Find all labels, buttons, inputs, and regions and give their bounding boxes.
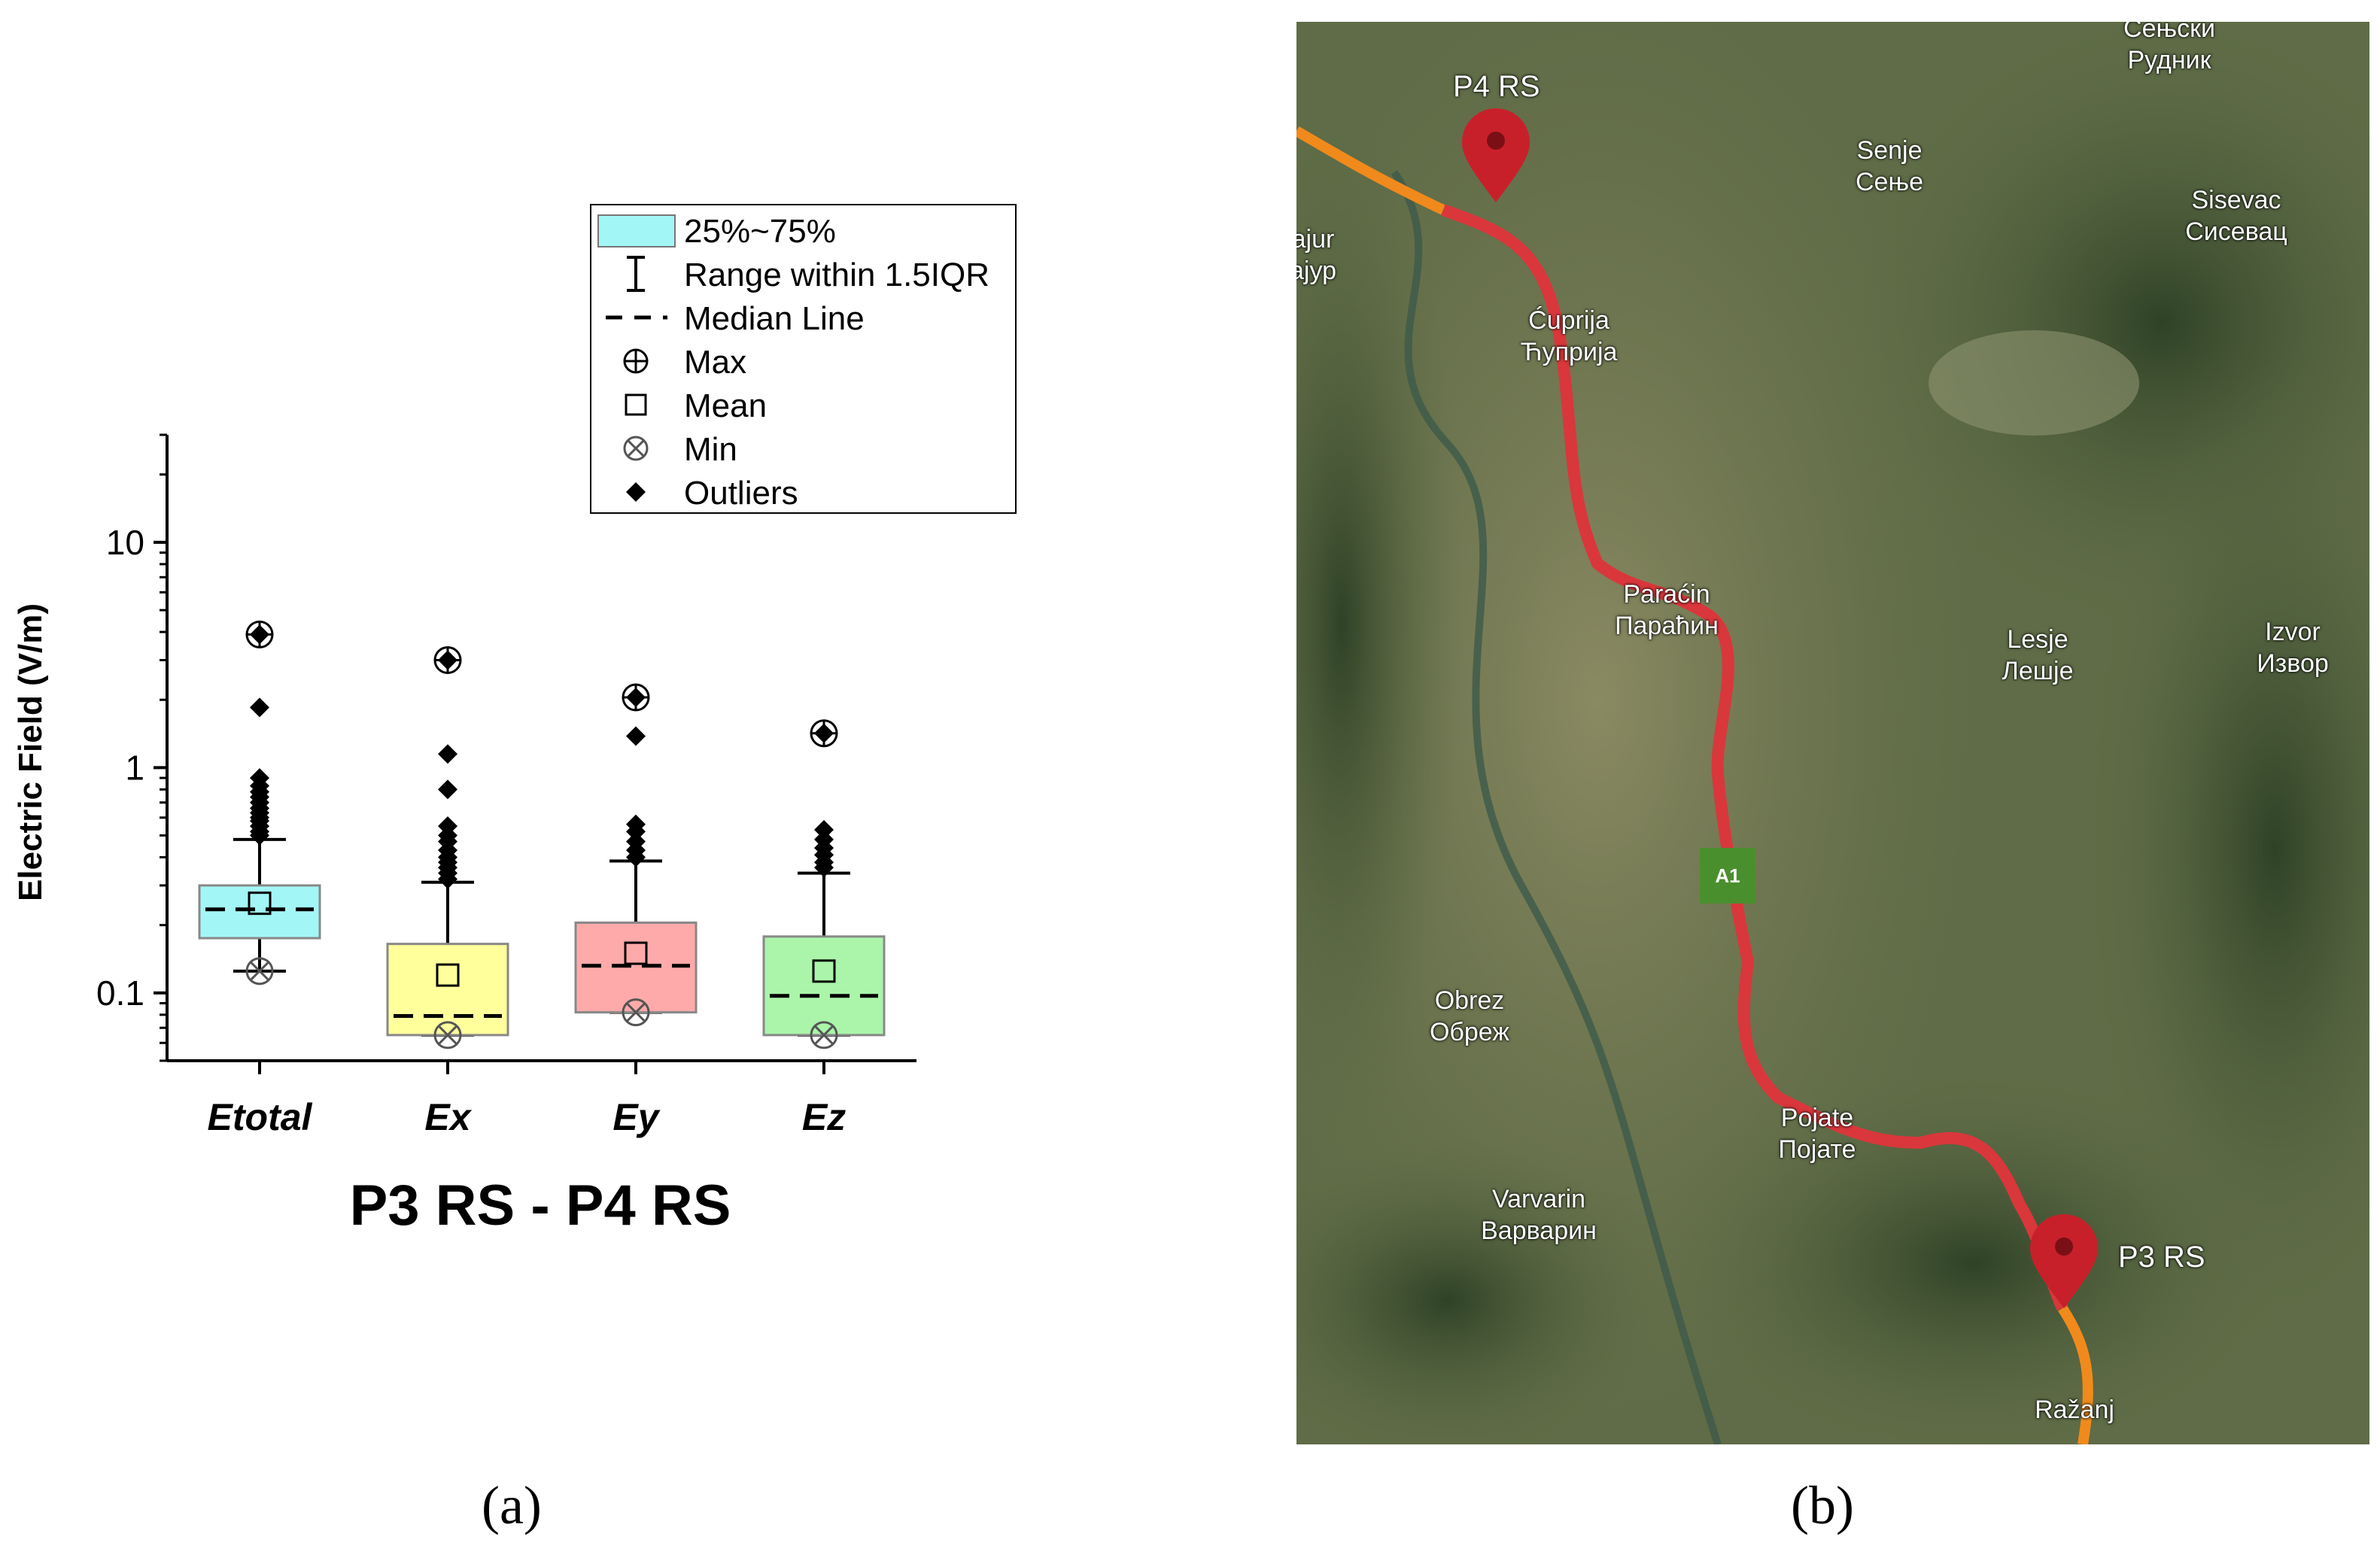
y-axis-label: Electric Field (V/m) — [12, 603, 49, 901]
x-tick-label: Etotal — [208, 1096, 313, 1138]
map-label-razanj: Ražanj — [2035, 1396, 2114, 1424]
legend-min-icon — [623, 436, 649, 461]
box-ey — [574, 683, 698, 1027]
outlier-point — [814, 819, 834, 840]
map-label-izvor: Izvor Извор — [2257, 618, 2329, 678]
chart-boxes — [198, 620, 886, 1049]
map-label-sisevac: Sisevac Сисевац — [2185, 186, 2287, 246]
box-iqr — [762, 935, 886, 1037]
outlier-point — [250, 768, 269, 788]
mean-marker — [248, 891, 272, 916]
box-ex — [386, 645, 509, 1049]
map-label-obrez: Obrez Обреж — [1429, 986, 1510, 1046]
map-pin-p3[interactable] — [2030, 1214, 2098, 1308]
outlier-point — [438, 744, 457, 764]
panel-caption-b: (b) — [1791, 1475, 1854, 1535]
legend-label: Mean — [684, 387, 767, 424]
mean-marker — [624, 941, 648, 965]
x-tick-label: Ey — [612, 1096, 660, 1138]
legend-mean-icon — [625, 393, 647, 416]
min-marker-cross-b — [627, 439, 645, 457]
min-marker-cross-b — [625, 1002, 646, 1022]
outlier-point — [626, 726, 646, 746]
outlier-point — [250, 697, 269, 718]
map-terrain — [1296, 22, 2369, 1444]
map-pin-p4[interactable] — [1462, 108, 1530, 202]
outlier-point — [438, 779, 457, 800]
y-tick-label: 1 — [125, 748, 144, 787]
legend-frame — [590, 204, 1017, 514]
legend-label: Max — [684, 344, 746, 381]
route-extension-north — [1296, 126, 1445, 215]
box-etotal — [198, 620, 321, 986]
min-marker — [810, 1021, 838, 1049]
min-marker-cross-b — [249, 961, 270, 981]
route-line — [1441, 204, 2068, 1311]
chart-legend: 25%~75% Range within 1.5IQR Median LineMax… — [590, 204, 1017, 514]
map-label-pojate: Pojate Појате — [1778, 1104, 1856, 1164]
box-iqr — [198, 884, 321, 940]
map-label-paracin: Paraćin Параћин — [1615, 580, 1719, 640]
min-marker — [623, 436, 649, 461]
route-extension-south — [2058, 1305, 2093, 1444]
marker-label-p3: P3 RS — [2118, 1241, 2205, 1274]
mean-marker — [436, 963, 460, 987]
legend-label: 25%~75% — [684, 213, 836, 250]
outlier-point — [438, 816, 457, 837]
outlier-point — [626, 831, 646, 852]
legend-label: Outliers — [684, 475, 798, 512]
legend-label: Range within 1.5IQR — [684, 257, 989, 293]
x-tick-label: Ez — [802, 1096, 846, 1138]
map-label-senjski-rudnik: Сењски Рудник — [2123, 22, 2215, 74]
legend-outlier-icon — [626, 482, 646, 502]
box-ez — [762, 719, 886, 1049]
map-label-jagodina: ajur ајур — [1296, 225, 1336, 285]
mean-marker — [812, 959, 836, 983]
road-badge-a1: A1 — [1700, 848, 1755, 904]
min-marker — [622, 998, 650, 1027]
chart-title: P3 RS - P4 RS — [350, 1174, 731, 1238]
route-map: Сењски Рудник Senje Сење Sisevac Сисевац… — [1296, 22, 2369, 1444]
outlier-point — [626, 814, 646, 834]
min-marker-cross-b — [813, 1025, 834, 1045]
box-iqr — [386, 943, 509, 1037]
min-marker — [433, 1021, 462, 1049]
map-label-lesje: Lesje Лешје — [2002, 625, 2074, 685]
legend-label: Median Line — [684, 300, 865, 337]
x-tick-label: Ex — [424, 1096, 472, 1138]
panel-caption-a: (a) — [482, 1475, 542, 1535]
min-marker — [245, 957, 274, 986]
map-label-varvarin: Varvarin Варварин — [1481, 1185, 1597, 1245]
river — [1391, 170, 1722, 1444]
map-label-senje: Senje Сење — [1856, 136, 1923, 196]
min-marker-cross-b — [437, 1025, 458, 1045]
legend-swatch-box — [597, 214, 676, 248]
legend-label: Min — [684, 431, 737, 468]
marker-label-p4: P4 RS — [1453, 70, 1540, 103]
map-label-cuprija: Ćuprija Ћуприја — [1520, 306, 1618, 366]
y-tick-label: 10 — [106, 523, 144, 562]
y-tick-label: 0.1 — [96, 973, 144, 1013]
legend-max-icon — [623, 348, 649, 374]
